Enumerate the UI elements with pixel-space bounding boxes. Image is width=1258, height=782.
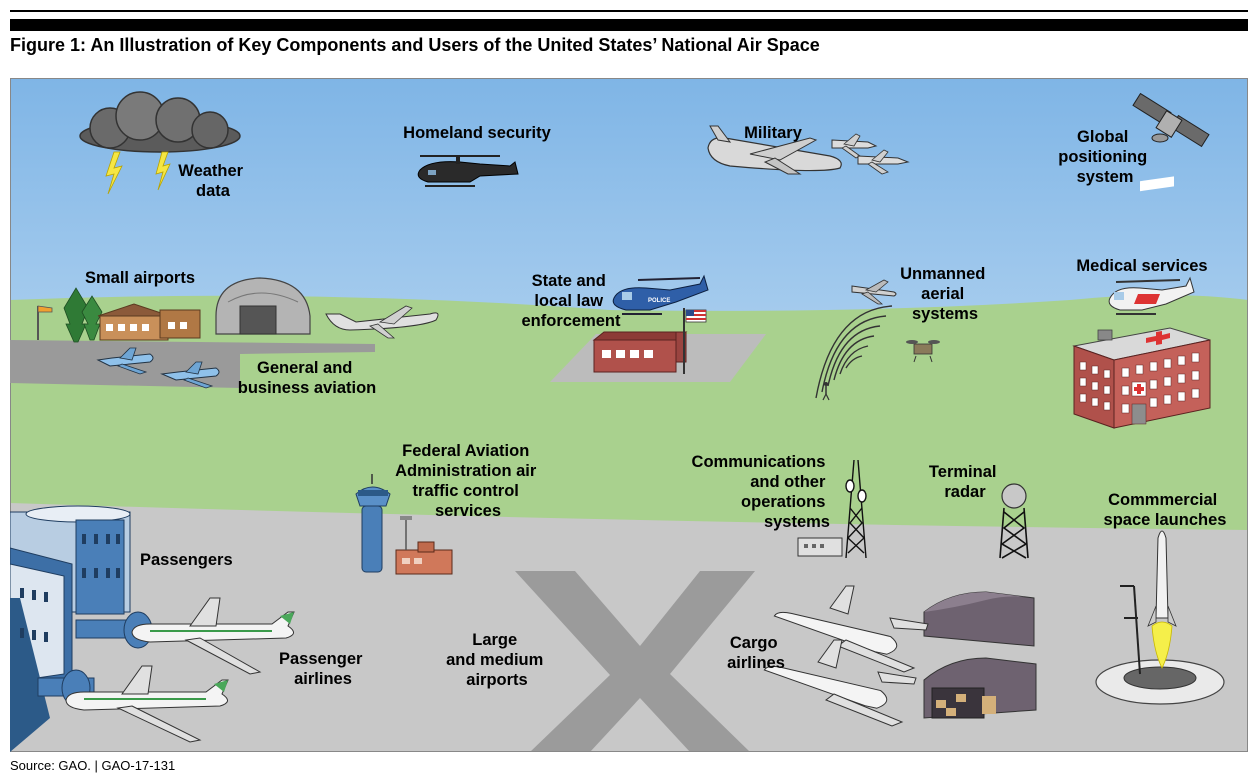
communications-tower-icon [845, 459, 867, 559]
small-airports-label: Small airports [85, 269, 195, 287]
control-tower-icon [355, 474, 391, 573]
passengers-label: Passengers [140, 551, 233, 569]
unmanned-aerial-label: Unmanned aerial systems [900, 265, 990, 323]
storm-cloud-icon [79, 91, 241, 195]
figure-title: Figure 1: An Illustration of Key Compone… [10, 35, 820, 55]
turboprop-plane-icon [325, 305, 439, 339]
terminal-radar-label: Terminal radar [929, 463, 1001, 501]
launch-gantry-icon [1120, 585, 1141, 675]
large-medium-airports-label: Large and medium airports [446, 631, 548, 689]
cargo-airlines-label: Cargo airlines [727, 634, 785, 672]
hangar-icon [215, 277, 311, 335]
title-bar-rule [10, 19, 1248, 31]
x-runway [515, 571, 755, 752]
gps-label: Global positioning system [1058, 128, 1152, 186]
rocket-icon [1147, 530, 1177, 669]
radar-tower-icon [999, 483, 1029, 559]
airspace-illustration: POLICE [10, 78, 1248, 752]
drone-plane-icon [851, 279, 897, 305]
flagpole-icon [683, 308, 707, 374]
cargo-hangar-icon [923, 657, 1037, 719]
state-local-law-label: State and local law enforcement [521, 272, 621, 330]
military-transport-plane-icon [707, 125, 842, 175]
windsock-icon [37, 305, 53, 340]
homeland-security-label: Homeland security [403, 124, 551, 142]
pine-trees-icon [63, 287, 103, 343]
small-airport-tarmac [10, 340, 375, 388]
military-label: Military [744, 124, 803, 142]
weather-data-label: Weather data [178, 162, 247, 200]
ground-operator-icon [822, 382, 830, 401]
small-airport-building-icon [97, 303, 201, 341]
signal-waves-icon [815, 305, 893, 399]
top-rule [10, 10, 1248, 12]
communications-label: Communications and other operations syst… [692, 453, 830, 531]
cargo-hangar-icon [923, 591, 1035, 647]
faa-label: Federal Aviation Administration air traf… [395, 442, 541, 520]
satellite-icon [1132, 92, 1210, 148]
passenger-terminal-icon [10, 505, 131, 752]
fighter-jet-icon [857, 149, 910, 175]
medical-helicopter-icon [1108, 276, 1195, 315]
police-helicopter-text: POLICE [648, 298, 670, 304]
small-plane-icon [96, 347, 154, 375]
police-station-icon [592, 331, 688, 373]
scene-frame [10, 78, 1248, 752]
launch-pad-icon [1095, 659, 1225, 705]
space-launches-label: Commmercial space launches [1104, 491, 1227, 529]
figure-source: Source: GAO. | GAO-17-131 [10, 758, 176, 773]
air-traffic-control-building-icon [395, 516, 453, 575]
quadcopter-icon [906, 340, 940, 363]
passenger-jet-icon [65, 665, 229, 743]
police-helicopter-icon: POLICE [612, 274, 709, 315]
black-helicopter-icon [417, 155, 519, 187]
fighter-jet-icon [831, 133, 878, 159]
hospital-icon [1072, 176, 1211, 429]
general-aviation-label: General and business aviation [238, 359, 376, 397]
small-plane-icon [160, 361, 220, 389]
passenger-jet-icon [131, 597, 295, 675]
medical-services-label: Medical services [1076, 257, 1207, 275]
operations-equipment-icon [797, 537, 843, 557]
cargo-jet-icon [763, 639, 917, 727]
cargo-jet-icon [773, 585, 929, 673]
passenger-airlines-label: Passenger airlines [279, 650, 367, 688]
